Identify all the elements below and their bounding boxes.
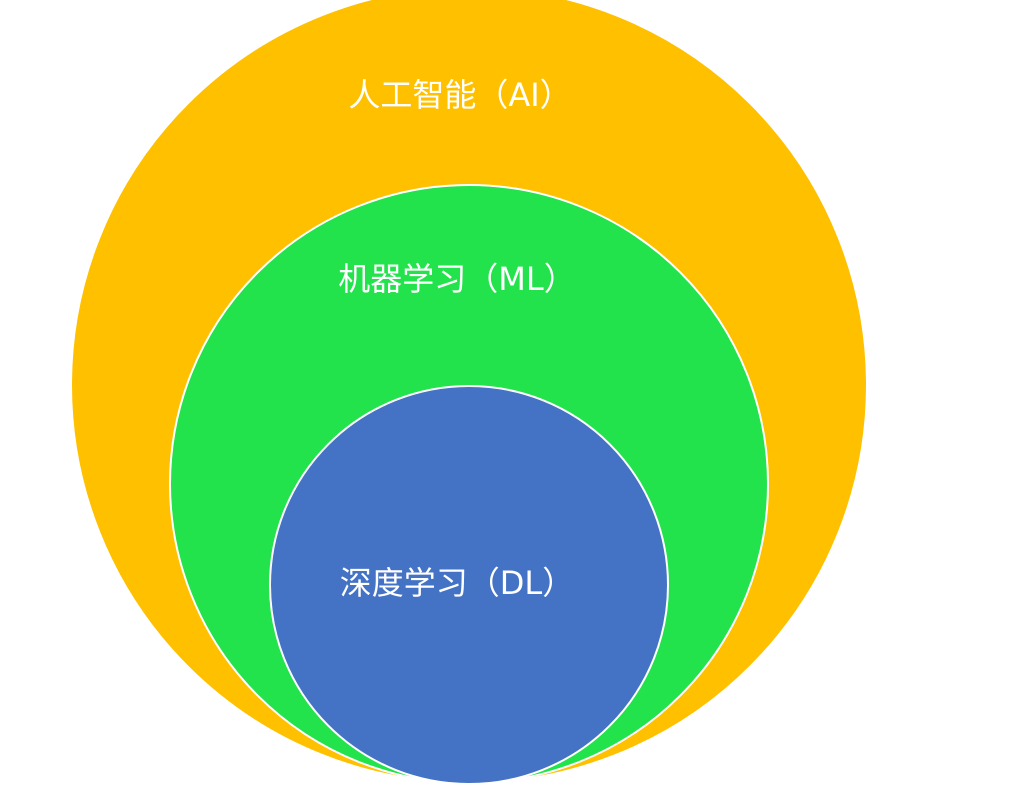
ai-label: 人工智能（AI） xyxy=(348,76,571,114)
dl-label: 深度学习（DL） xyxy=(340,564,574,602)
dl-circle xyxy=(269,385,669,785)
ml-label: 机器学习（ML） xyxy=(338,260,575,298)
